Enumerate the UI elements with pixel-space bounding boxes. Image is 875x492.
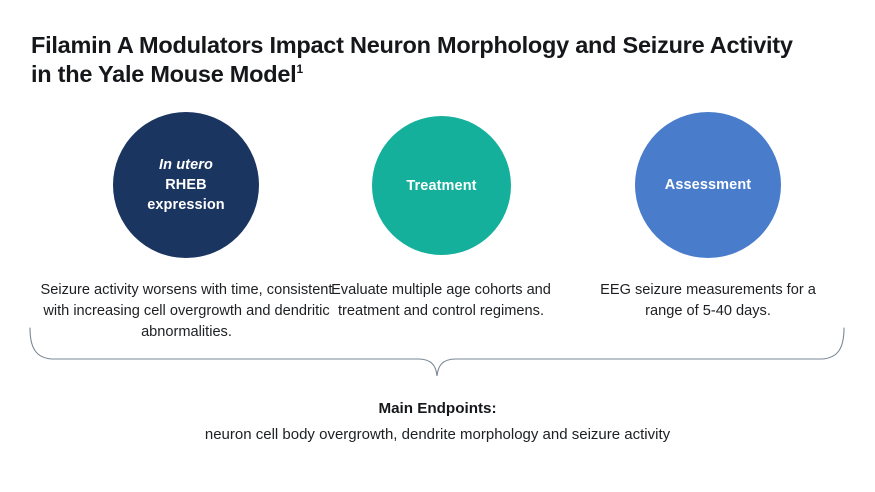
flow-caption-in-utero-rheb-expression: Seizure activity worsens with time, cons… xyxy=(40,282,333,340)
flow-caption-treatment: Evaluate multiple age cohorts and treatm… xyxy=(331,282,551,319)
flow-node-label-line-1: In utero xyxy=(159,157,213,173)
flow-caption-assessment: EEG seizure measurements for a range of … xyxy=(600,282,816,319)
flow-node-assessment[interactable]: Assessment xyxy=(635,112,781,258)
page-title-line-2: in the Yale Mouse Model xyxy=(31,61,297,87)
flow-node-label-line-2: Treatment xyxy=(406,177,477,194)
flow-node-label-line-2: Assessment xyxy=(664,177,752,193)
page-title-line-1: Filamin A Modulators Impact Neuron Morph… xyxy=(31,32,793,58)
flow-diagram: In utero RHEB expression Treatment Asses… xyxy=(0,112,875,264)
flow-node-label-line-3: expression xyxy=(147,197,225,213)
main-endpoints-heading: Main Endpoints: xyxy=(378,400,497,417)
flow-node-label: Assessment xyxy=(665,175,751,195)
slide-footer: CASSAVA sciences Sources 1. Summarized f… xyxy=(0,452,875,492)
flow-node-treatment[interactable]: Treatment xyxy=(372,116,511,255)
flow-node-label-line-2: RHEB xyxy=(165,177,207,193)
main-endpoints-text: neuron cell body overgrowth, dendrite mo… xyxy=(204,426,671,443)
flow-node-label: In utero RHEB expression xyxy=(147,155,225,215)
page-title: Filamin A Modulators Impact Neuron Morph… xyxy=(31,31,851,89)
curly-brace-icon xyxy=(28,326,846,378)
flow-node-label: Treatment xyxy=(406,176,476,196)
page-title-superscript: 1 xyxy=(296,62,303,77)
flow-node-in-utero-rheb-expression[interactable]: In utero RHEB expression xyxy=(113,112,259,258)
